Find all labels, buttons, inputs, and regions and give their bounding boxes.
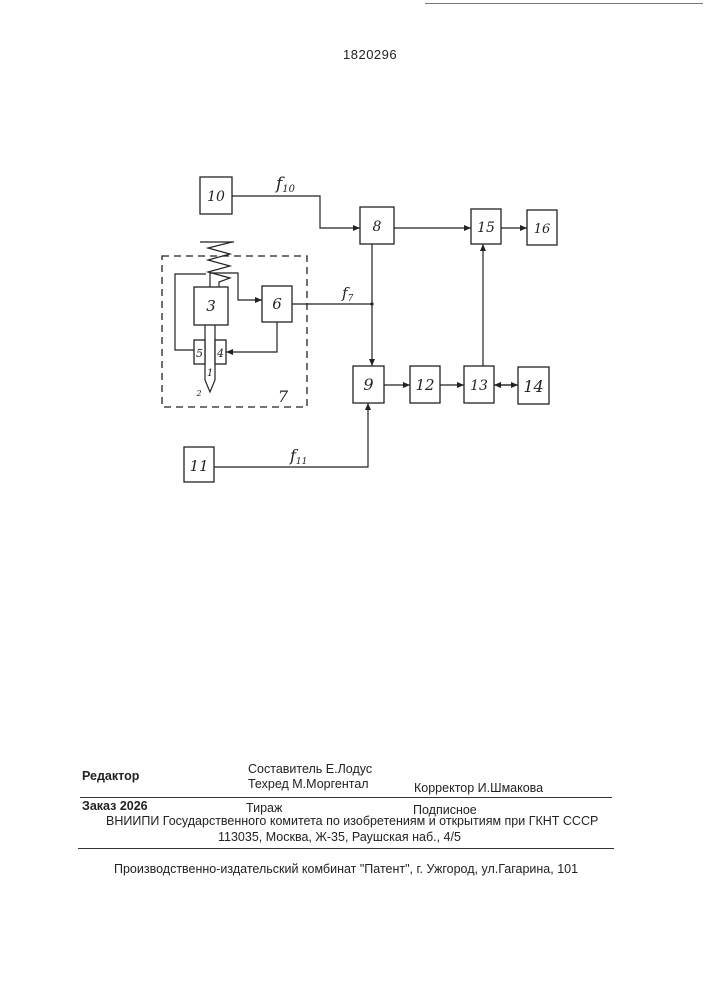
signal-f7-label: f7 — [341, 284, 354, 304]
publisher: Производственно-издательский комбинат "П… — [114, 862, 578, 876]
vniipi: ВНИИПИ Государственного комитета по изоб… — [106, 814, 598, 828]
block-5-label: 5 — [196, 347, 203, 360]
block-3-label: 3 — [206, 297, 216, 315]
block-9-label: 9 — [363, 375, 373, 394]
signal-f11-label: f11 — [289, 446, 307, 467]
techred: Техред М.Моргентал — [248, 777, 369, 791]
address: 113035, Москва, Ж-35, Раушская наб., 4/5 — [218, 830, 461, 844]
spring-icon — [208, 242, 232, 287]
block-13-label: 13 — [470, 378, 488, 394]
block-8-label: 8 — [373, 219, 382, 235]
junction-dot — [370, 302, 373, 305]
rule-2 — [78, 848, 614, 849]
block-14-label: 14 — [523, 377, 543, 396]
compiler: Составитель Е.Лодус — [248, 762, 372, 776]
block-15-label: 15 — [477, 220, 495, 236]
unit-7-label: 7 — [278, 387, 289, 406]
unit-7-boundary — [162, 256, 307, 407]
corrector: Корректор И.Шмакова — [414, 781, 543, 795]
block-10-label: 10 — [207, 189, 225, 205]
block-11-label: 11 — [189, 457, 208, 475]
circulation: Тираж — [246, 801, 282, 815]
order: Заказ 2026 — [82, 799, 148, 813]
block-diagram: 3 1 2 5 4 6 7 10 8 15 16 9 — [0, 0, 707, 520]
link-6-to-4 — [226, 322, 277, 352]
signal-f10-line — [232, 196, 360, 228]
rule-1 — [80, 797, 612, 798]
tip-label: 2 — [195, 389, 201, 398]
probe-tip-icon — [205, 380, 215, 392]
block-6-label: 6 — [272, 295, 282, 313]
block-16-label: 16 — [534, 222, 551, 237]
probe-label: 1 — [207, 368, 213, 379]
editor-label: Редактор — [82, 769, 139, 783]
block-4-label: 4 — [216, 347, 224, 360]
block-12-label: 12 — [415, 376, 434, 394]
signal-f10-label: f10 — [274, 174, 296, 195]
